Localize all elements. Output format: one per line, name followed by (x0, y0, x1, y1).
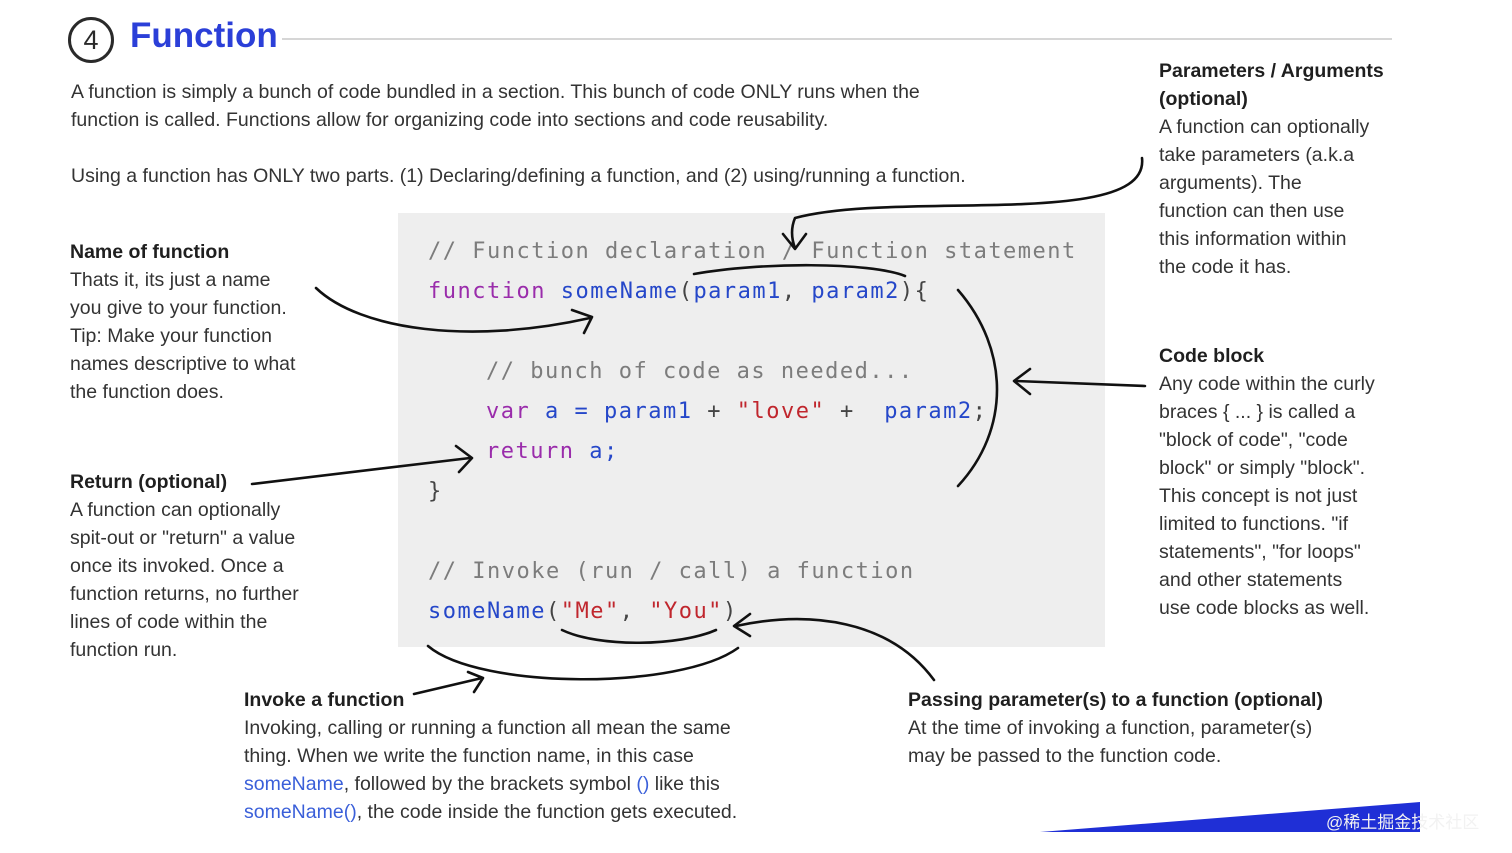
note-passing-params: Passing parameter(s) to a function (opti… (908, 686, 1388, 770)
note-name-line: Tip: Make your function (70, 325, 272, 347)
code-param1-use: param1 (603, 399, 693, 424)
note-code-block: Code block Any code within the curly bra… (1159, 342, 1409, 622)
note-parameters: Parameters / Arguments (optional) A func… (1159, 57, 1409, 281)
note-block-head: Code block (1159, 345, 1265, 367)
code-invoke-name: someName (428, 599, 546, 624)
code-return-a: a; (574, 439, 619, 464)
note-name-line: you give to your function. (70, 297, 287, 319)
note-return-line: once its invoked. Once a (70, 555, 284, 577)
note-block-line: This concept is not just (1159, 485, 1358, 507)
section-number-badge: 4 (68, 17, 114, 63)
note-return-line: function returns, no further (70, 583, 299, 605)
note-params-line: function can then use (1159, 200, 1345, 222)
code-invoke-line: someName("Me", "You") (428, 597, 738, 627)
note-params-line: this information within (1159, 228, 1347, 250)
code-comment-declaration: // Function declaration / Function state… (428, 239, 1077, 264)
note-return: Return (optional) A function can optiona… (70, 468, 340, 664)
note-params-line: A function can optionally (1159, 116, 1370, 138)
code-open-paren: ( (678, 279, 694, 304)
note-invoke-text: , the code inside the function gets exec… (356, 801, 738, 823)
note-invoke-head: Invoke a function (244, 689, 405, 711)
code-string-me: "Me" (560, 599, 620, 624)
code-var-line: var a = param1 + "love" + param2; (486, 397, 987, 427)
note-invoke-line-2: thing. When we write the function name, … (244, 745, 694, 767)
intro-line-2: function is called. Functions allow for … (71, 109, 829, 131)
note-block-line: use code blocks as well. (1159, 597, 1370, 619)
note-name-head: Name of function (70, 241, 230, 263)
code-param2-use: param2 (884, 399, 973, 424)
code-invoke-comma: , (619, 599, 650, 624)
note-return-line: function run. (70, 639, 178, 661)
code-comment-body: // bunch of code as needed... (486, 359, 914, 384)
note-return-head: Return (optional) (70, 471, 228, 493)
code-comment-invoke: // Invoke (run / call) a function (428, 559, 915, 584)
note-invoke-line-1: Invoking, calling or running a function … (244, 717, 731, 739)
note-invoke-somename-call: someName() (244, 801, 357, 823)
note-invoke-text: , followed by the brackets symbol (343, 773, 637, 795)
note-block-line: Any code within the curly (1159, 373, 1375, 395)
code-param1: param1 (693, 279, 782, 304)
note-params-head-optional: (optional) (1159, 88, 1248, 110)
note-invoke-somename: someName (244, 773, 344, 795)
note-passing-line-1: At the time of invoking a function, para… (908, 717, 1313, 739)
underline-invoke (426, 644, 740, 681)
code-string-you: "You" (649, 599, 723, 624)
watermark-text: @稀土掘金技术社区 (1326, 813, 1480, 832)
intro-line-3: Using a function has ONLY two parts. (1)… (71, 165, 966, 187)
code-keyword-function: function (428, 279, 546, 304)
code-keyword-return: return (486, 439, 575, 464)
note-passing-head: Passing parameter(s) to a function (opti… (908, 689, 1323, 711)
code-comma: , (781, 279, 812, 304)
note-params-line: take parameters (a.k.a (1159, 144, 1355, 166)
code-plus-1: + (692, 399, 737, 424)
note-block-line: braces { ... } is called a (1159, 401, 1356, 423)
code-function-name: someName (560, 279, 679, 304)
note-invoke-line-3: someName, followed by the brackets symbo… (244, 770, 804, 798)
code-invoke-open: ( (545, 599, 561, 624)
code-keyword-var: var (486, 399, 531, 424)
intro-line-1: A function is simply a bunch of code bun… (71, 81, 920, 103)
note-block-line: "block of code", "code (1159, 429, 1348, 451)
code-return-line: return a; (486, 437, 619, 467)
note-return-line: spit-out or "return" a value (70, 527, 296, 549)
note-name-of-function: Name of function Thats it, its just a na… (70, 238, 340, 406)
code-close-paren-brace: ){ (899, 279, 930, 304)
note-params-line: the code it has. (1159, 256, 1292, 278)
code-plus-2: + (825, 399, 885, 424)
note-block-line: statements", "for loops" (1159, 541, 1361, 563)
title-divider (282, 38, 1392, 40)
note-params-head: Parameters / Arguments (1159, 60, 1384, 82)
page-title: Function (130, 16, 278, 55)
note-return-line: lines of code within the (70, 611, 268, 633)
note-passing-line-2: may be passed to the function code. (908, 745, 1222, 767)
note-name-line: Thats it, its just a name (70, 269, 271, 291)
code-invoke-close: ) (722, 599, 738, 624)
note-block-line: limited to functions. "if (1159, 513, 1349, 535)
code-string-love: "love" (736, 399, 826, 424)
code-var-a: a = (530, 399, 604, 424)
note-block-line: and other statements (1159, 569, 1343, 591)
code-semicolon: ; (972, 399, 988, 424)
note-name-line: the function does. (70, 381, 224, 403)
note-invoke: Invoke a function Invoking, calling or r… (244, 686, 804, 826)
note-block-line: block" or simply "block". (1159, 457, 1366, 479)
code-param2: param2 (811, 279, 900, 304)
note-params-line: arguments). The (1159, 172, 1302, 194)
note-return-line: A function can optionally (70, 499, 281, 521)
code-close-brace: } (428, 479, 443, 504)
note-name-line: names descriptive to what (70, 353, 296, 375)
note-invoke-brackets: () (636, 773, 650, 795)
code-function-signature: function someName(param1, param2){ (428, 277, 929, 307)
note-invoke-text: like this (649, 773, 720, 795)
note-invoke-line-4: someName(), the code inside the function… (244, 798, 804, 826)
